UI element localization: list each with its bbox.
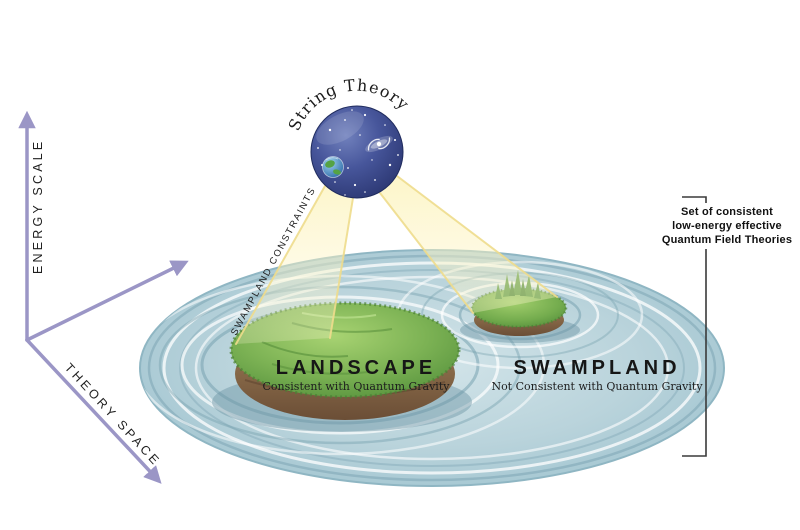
qft-bracket: [682, 196, 707, 457]
axes: [18, 110, 189, 484]
qft-note: Set of consistent low-energy effective Q…: [662, 206, 792, 246]
note-line-1: Set of consistent: [681, 206, 773, 218]
galaxy-icon: [365, 135, 393, 153]
landscape-title: LANDSCAPE: [276, 357, 436, 379]
note-line-3: Quantum Field Theories: [662, 234, 792, 246]
swampland-subtitle: Not Consistent with Quantum Gravity: [491, 380, 703, 393]
note-line-2: low-energy effective: [672, 220, 782, 232]
stars: [317, 107, 399, 196]
string-theory-sphere: [310, 105, 404, 199]
swampland-title: SWAMPLAND: [513, 357, 680, 379]
light-beam-right: [379, 175, 558, 314]
light-beam-left: [235, 185, 354, 345]
energy-scale-label: ENERGY SCALE: [31, 139, 45, 274]
note-background: [652, 203, 800, 249]
earth-icon: [322, 156, 344, 178]
theory-axis-back-line: [25, 260, 189, 342]
landscape-subtitle: Consistent with Quantum Gravity: [263, 380, 451, 393]
theory-axis-front-line: [25, 338, 162, 484]
